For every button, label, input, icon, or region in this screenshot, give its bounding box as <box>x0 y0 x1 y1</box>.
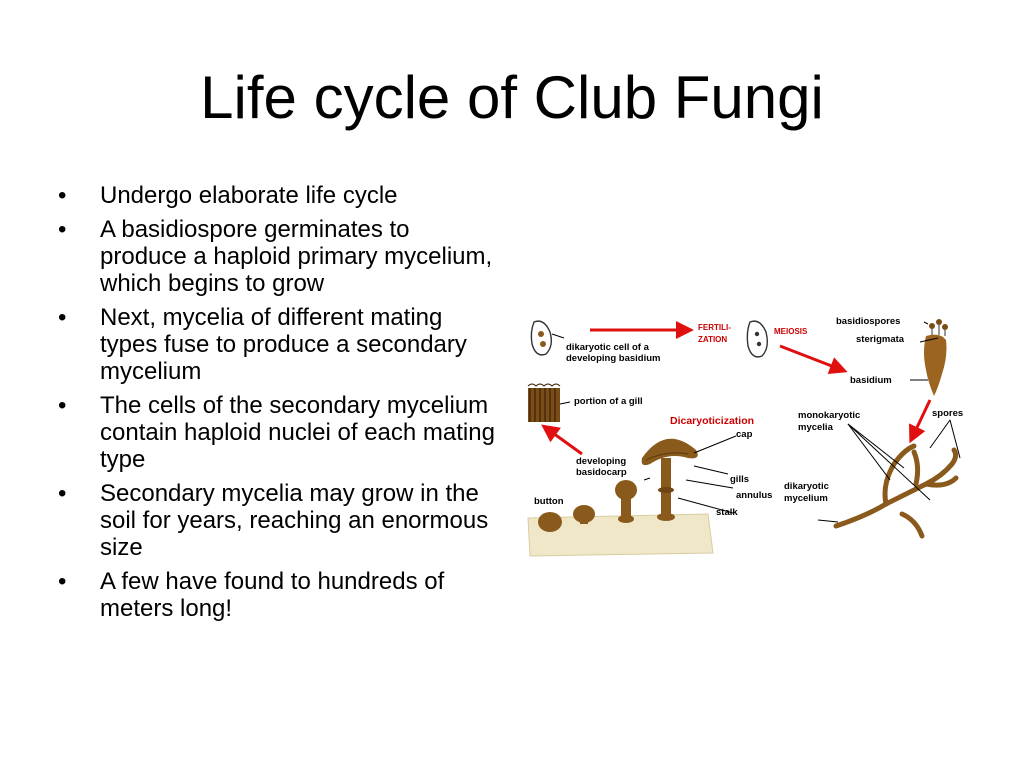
bullet-item: • Undergo elaborate life cycle <box>58 182 498 209</box>
label-developing-1: developing <box>576 456 626 467</box>
label-spores: spores <box>932 408 963 419</box>
label-basidiospores: basidiospores <box>836 316 900 327</box>
label-button: button <box>534 496 564 507</box>
arrow-to-gill-icon <box>541 424 583 456</box>
arrow-to-basidium-icon <box>779 344 848 375</box>
bullet-icon: • <box>58 568 67 595</box>
bullet-text: Next, mycelia of different mating types … <box>100 304 467 385</box>
bullet-item: • Secondary mycelia may grow in the soil … <box>58 480 498 561</box>
label-dikaryotic-mycelium-1: dikaryotic <box>784 481 829 492</box>
arrow-to-spores-icon <box>909 399 932 444</box>
label-fertilization-2: ZATION <box>698 335 727 344</box>
label-pointer-lines <box>551 321 961 523</box>
bullet-icon: • <box>58 182 67 209</box>
bullet-text: A few have found to hundreds of meters l… <box>100 568 445 622</box>
label-gills: gills <box>730 474 749 485</box>
bullet-item: • A few have found to hundreds of meters … <box>58 568 498 622</box>
label-gill-portion: portion of a gill <box>574 396 643 407</box>
label-fertilization-1: FERTILI- <box>698 323 731 332</box>
mature-mushroom-icon <box>641 438 698 521</box>
bullet-text: Secondary mycelia may grow in the soil f… <box>100 480 489 561</box>
label-basidium: basidium <box>850 375 892 386</box>
label-monokaryotic-1: monokaryotic <box>798 410 860 421</box>
bullet-item: • Next, mycelia of different mating types… <box>58 304 498 385</box>
bullet-item: • A basidiospore germinates to produce a … <box>58 216 498 297</box>
label-dikaryotic-cell-2: developing basidium <box>566 353 661 364</box>
button-icon <box>538 512 562 532</box>
soil-icon <box>527 513 714 557</box>
mycelium-icon <box>833 443 959 539</box>
bullet-icon: • <box>58 216 67 243</box>
basidium-icon <box>924 319 948 396</box>
bullet-list: • Undergo elaborate life cycle • A basidio… <box>58 182 498 629</box>
label-dikaryotic-cell-1: dikaryotic cell of a <box>566 342 650 353</box>
label-dicaryoticization: Dicaryoticization <box>670 415 754 427</box>
label-dikaryotic-mycelium-2: mycelium <box>784 493 828 504</box>
gill-portion-icon <box>527 383 561 422</box>
slide-title: Life cycle of Club Fungi <box>200 64 824 131</box>
life-cycle-diagram-svg: dikaryotic cell of a developing basidium… <box>527 316 963 557</box>
label-cap: cap <box>736 429 753 440</box>
label-annulus: annulus <box>736 490 772 501</box>
basidium-cell-icon <box>746 320 769 358</box>
bullet-item: • The cells of the secondary mycelium con… <box>58 392 498 473</box>
label-sterigmata: sterigmata <box>856 334 905 345</box>
bullet-icon: • <box>58 304 67 331</box>
bullet-text: Undergo elaborate life cycle <box>100 182 398 209</box>
young-mushroom-icon <box>573 505 595 524</box>
life-cycle-diagram: dikaryotic cell of a developing basidium… <box>518 308 978 560</box>
dikaryotic-cell-icon <box>530 320 553 356</box>
developing-basidiocarp-icon <box>615 480 637 523</box>
bullet-text: The cells of the secondary mycelium cont… <box>100 392 495 473</box>
label-monokaryotic-2: mycelia <box>798 422 834 433</box>
bullet-icon: • <box>58 392 67 419</box>
label-developing-2: basidocarp <box>576 467 627 478</box>
cycle-arrows <box>541 321 932 456</box>
label-meiosis: MEIOSIS <box>774 327 808 336</box>
label-stalk: stalk <box>716 507 738 518</box>
bullet-text: A basidiospore germinates to produce a h… <box>100 216 493 297</box>
bullet-icon: • <box>58 480 67 507</box>
